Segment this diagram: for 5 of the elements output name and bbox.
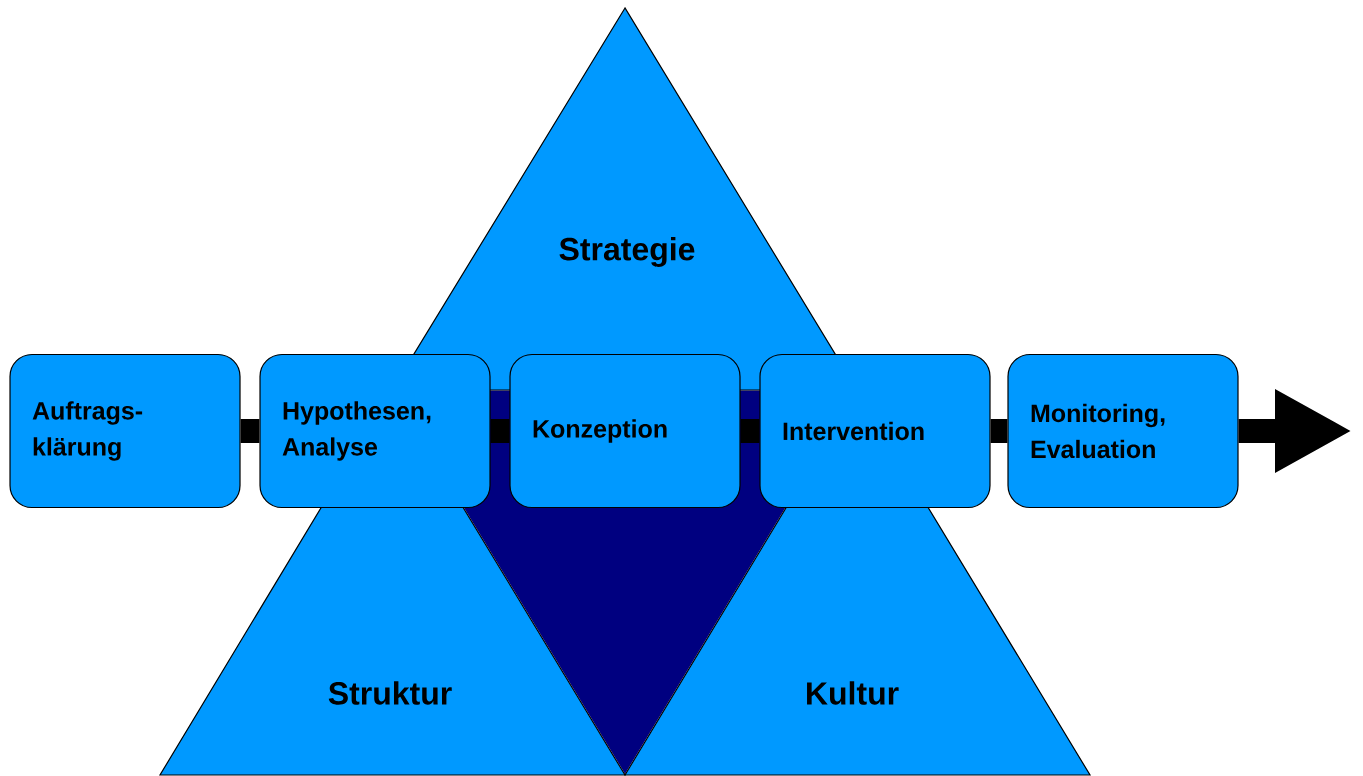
process-box: Hypothesen, Analyse — [259, 353, 491, 509]
process-box: Konzeption — [509, 353, 741, 509]
process-box: Intervention — [759, 353, 991, 509]
process-box: Auftrags- klärung — [9, 353, 241, 509]
process-box: Monitoring, Evaluation — [1007, 353, 1239, 509]
